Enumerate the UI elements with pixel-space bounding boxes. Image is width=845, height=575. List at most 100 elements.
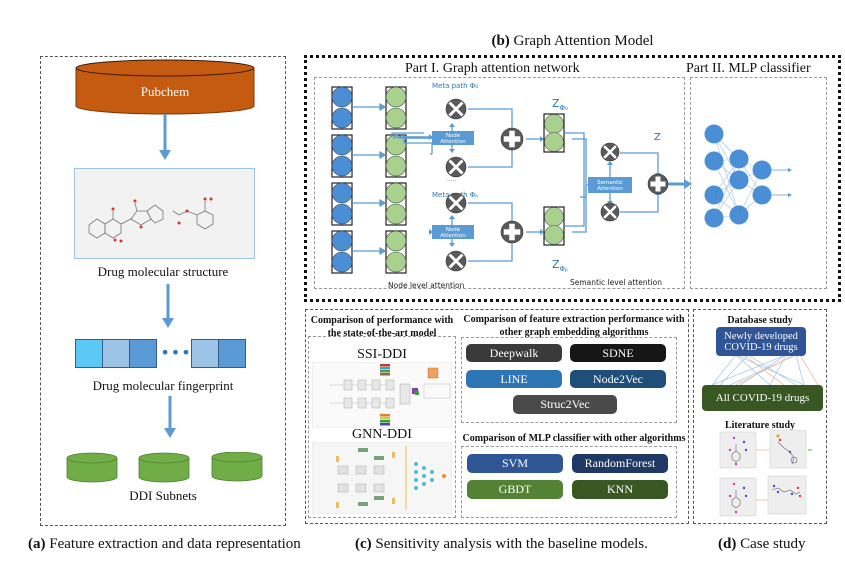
- sota-model-gnn-ddi: GNN-DDI: [352, 427, 412, 442]
- part2-title: Part II. MLP classifier: [686, 61, 811, 76]
- graph-attention-network-diagram: hi h′i: [331, 82, 792, 290]
- literature-molecule-images: [719, 430, 812, 517]
- input-node-column: [331, 230, 353, 274]
- classifier-algorithm-svm: SVM: [467, 454, 563, 473]
- panel-a-frame: [40, 56, 286, 526]
- output-arrowhead: [788, 193, 792, 197]
- semantic-level-label: Semantic level attention: [570, 278, 662, 287]
- z-top-label: ZΦ₀: [552, 97, 568, 112]
- new-covid-drugs-node: Newly developed COVID-19 drugs: [716, 327, 806, 356]
- add-operator-icon: [500, 127, 524, 151]
- all-covid-drugs-node: All COVID-19 drugs: [702, 385, 823, 411]
- caption-text: Case study: [736, 536, 806, 552]
- node-level-label: Node level attention: [388, 281, 465, 290]
- part2-frame: [690, 77, 827, 289]
- classifier-algorithm-knn: KNN: [572, 480, 668, 499]
- mlp-neuron-layer-3: [752, 160, 772, 180]
- title-tag: (b): [491, 33, 510, 49]
- mlp-neuron-layer-1: [704, 124, 724, 144]
- embedding-algorithm-line: LINE: [466, 370, 562, 388]
- caption-text: Sensitivity analysis with the baseline m…: [371, 536, 648, 552]
- panel-c-frame: [305, 309, 689, 524]
- molecule-drawing: [88, 197, 214, 243]
- arrow-to-mlp-head: [684, 179, 692, 189]
- z-final-label: Z: [654, 132, 661, 143]
- projection-arrowhead: [379, 102, 387, 112]
- fingerprint-cell: [191, 339, 219, 368]
- gnn-ddi-architecture-image: [312, 442, 452, 514]
- fingerprint-cell: [102, 339, 130, 368]
- mlp-neuron-layer-1: [704, 208, 724, 228]
- caption-text: Feature extraction and data representati…: [45, 536, 301, 552]
- part1-title: Part I. Graph attention network: [405, 61, 580, 76]
- sota-frame: [308, 336, 456, 518]
- subnet-cylinder: [211, 452, 263, 482]
- multiply-operator-icon: [600, 142, 620, 162]
- fingerprint-label: Drug molecular fingerprint: [92, 378, 234, 393]
- input-node-column: [331, 182, 353, 226]
- z-top-column: [543, 113, 565, 153]
- caption-tag: (a): [28, 536, 46, 552]
- mlp-neuron-layer-2: [729, 205, 749, 225]
- embedding-title: Comparison of feature extraction perform…: [463, 314, 685, 338]
- mlp-neuron-layer-2: [729, 170, 749, 190]
- output-arrowhead: [788, 168, 792, 172]
- mlp-neuron-layer-3: [752, 185, 772, 205]
- pubchem-label: Pubchem: [140, 84, 190, 99]
- projection-arrowhead: [379, 150, 387, 160]
- hidden-node-column: [385, 182, 407, 226]
- fingerprint-vector: •••: [75, 339, 246, 368]
- projection-arrowhead: [379, 246, 387, 256]
- input-node-column: [331, 86, 353, 130]
- mlp-neuron-layer-1: [704, 185, 724, 205]
- multiply-operator-icon: [445, 250, 467, 272]
- classifier-algorithm-gbdt: GBDT: [467, 480, 563, 499]
- arrow-down-icon: [162, 284, 174, 328]
- fingerprint-cell: [218, 339, 246, 368]
- meta-path-top-label: Meta path Φ₀: [432, 82, 478, 90]
- caption-tag: (c): [355, 536, 372, 552]
- panel-d-frame: [693, 309, 827, 524]
- database-study-title: Database study: [727, 315, 793, 326]
- subnets-label: DDI Subnets: [129, 488, 197, 503]
- node-attention-box: [432, 225, 474, 239]
- molecule-card: [767, 475, 807, 515]
- add-operator-icon: [500, 220, 524, 244]
- z-bottom-column: [543, 206, 565, 246]
- embedding-frame: [461, 337, 677, 423]
- molecule-card: [719, 431, 757, 469]
- node-attention-box: [432, 131, 474, 145]
- subnet-cylinder: [138, 452, 190, 483]
- ssi-ddi-architecture-image: [312, 362, 452, 428]
- mlp-vdots: ⋮: [712, 190, 721, 200]
- semantic-attention-box: [588, 177, 632, 193]
- molecule-card: [719, 477, 757, 517]
- hidden-node-column: [385, 230, 407, 274]
- projection-arrowhead: [379, 198, 387, 208]
- panel-d-caption: (d) Case study: [718, 536, 806, 553]
- classifier-frame: [461, 446, 677, 518]
- subnet-cylinder: [66, 452, 118, 483]
- structure-label: Drug molecular structure: [97, 264, 229, 279]
- multiply-operator-icon: [600, 202, 620, 222]
- mlp-vdots: ⋮: [736, 205, 745, 215]
- molecular-structure-image: [74, 168, 255, 259]
- fingerprint-ellipsis: •••: [160, 343, 192, 362]
- caption-tag: (d): [718, 536, 737, 552]
- ddi-subnets: [66, 452, 263, 483]
- multiply-operator-icon: [445, 156, 467, 178]
- fingerprint-cell: [129, 339, 157, 368]
- classifier-algorithm-randomforest: RandomForest: [572, 454, 668, 473]
- arrow-down-icon: [159, 114, 171, 160]
- classifier-title: Comparison of MLP classifier with other …: [462, 433, 686, 444]
- arrow-down-icon: [164, 396, 176, 438]
- z-bottom-label: ZΦₚ: [552, 258, 568, 273]
- embedding-algorithm-node2vec: Node2Vec: [570, 370, 666, 388]
- drug-links: [711, 355, 819, 385]
- sota-title: Comparison of performance with the state…: [310, 315, 454, 339]
- pubchem-database-cylinder: [75, 59, 255, 115]
- embedding-algorithm-struc2vec: Struc2Vec: [513, 395, 617, 414]
